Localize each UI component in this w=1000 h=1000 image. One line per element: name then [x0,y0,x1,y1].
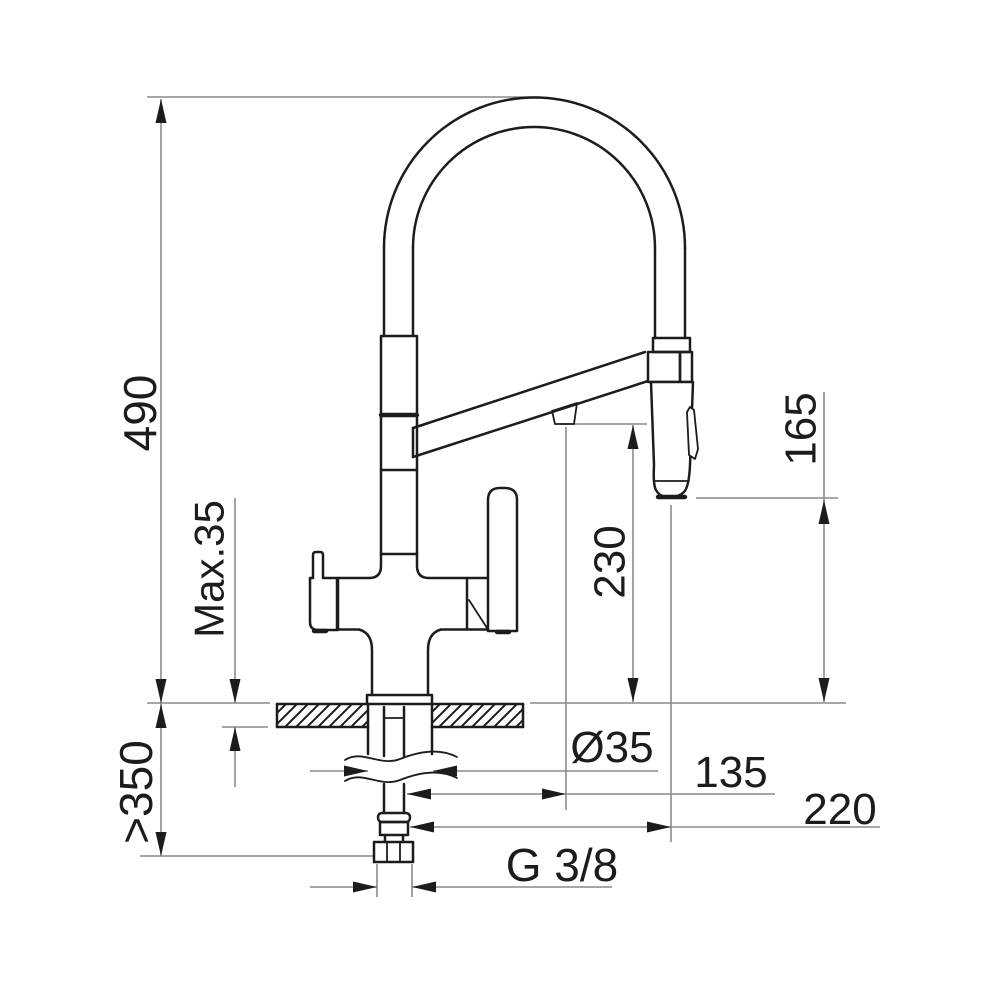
arrow-thread-left [353,881,377,893]
dimension-labels: 490 Max.35 >350 165 230 Ø35 135 220 G 3/… [110,375,877,891]
arrow-135-right [542,788,566,800]
fitting-body [378,820,410,837]
left-handle-lever [308,550,339,632]
base-flange [365,693,434,706]
hose-inner-arc [411,125,657,250]
arrow-220-left [410,821,434,833]
hose-arch [382,96,687,340]
hose-collar [379,334,419,417]
thread-size-label: G 3/8 [506,839,619,891]
aerator-nozzle [551,402,578,425]
arrow-490-top [155,99,167,123]
arrow-135-left [407,788,431,800]
arrow-165-top [818,500,830,524]
arrow-dia-left [344,765,368,777]
arrow-230-bottom [627,678,639,702]
spout-outlet-height-label: 230 [585,525,634,598]
break-line-upper [344,750,458,762]
arrow-thread-right [412,881,436,893]
arrow-220-right [647,821,671,833]
arrow-165-bottom [818,678,830,702]
body-left-fillet [336,552,383,580]
arrow-max35-bottom [229,727,241,751]
arrow-max35-top [229,679,241,703]
dimension-lines [140,96,880,897]
spray-head-body [649,380,695,499]
counter-hatch-right [433,705,522,726]
spray-outlet-height-label: 165 [776,392,825,465]
swivel-spout [411,350,650,459]
faucet-body [308,486,519,706]
countertop [275,702,525,729]
counter-thickness-label: Max.35 [186,500,233,638]
hole-diameter-label: Ø35 [570,723,653,772]
body-right-fillet [415,552,490,580]
spray-head-assembly [646,336,699,500]
arrow-350-top [155,704,167,728]
spray-trigger-lever [686,406,699,460]
overall-height-label: 490 [114,375,166,452]
right-handle-bar [486,486,519,633]
body-neck-left [336,628,374,697]
spout-top-edge [411,350,647,430]
spray-bracket [646,350,682,384]
fitting-bead [376,811,412,824]
break-line-lower [344,771,458,783]
hose-outer-arc [382,96,687,250]
dimension-arrows [155,99,830,893]
arrow-dia-right [433,765,457,777]
supply-shank [344,705,458,864]
spray-reach-label: 220 [803,785,876,834]
arrow-490-bottom [155,679,167,703]
clearance-below-label: >350 [110,740,162,844]
spray-bracket-slab [678,350,694,384]
counter-hatch-left [278,705,367,726]
body-neck-right [426,628,490,697]
upper-column [378,334,420,556]
hex-nut [372,840,415,864]
arrow-230-top [627,425,639,449]
right-linkage-line [468,599,488,629]
spout-reach-label: 135 [694,748,767,797]
spout-bottom-edge [411,379,650,459]
arrow-350-bottom [155,832,167,856]
spray-collar [651,336,692,354]
